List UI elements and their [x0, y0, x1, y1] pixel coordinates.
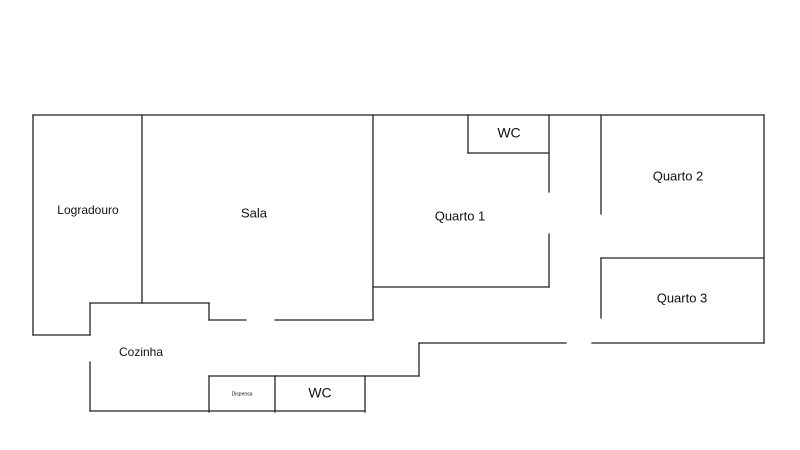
label-despensa: Dispensa: [232, 391, 253, 397]
label-wc-top: WC: [497, 125, 520, 141]
label-cozinha: Cozinha: [119, 345, 163, 359]
label-logradouro: Logradouro: [57, 203, 119, 217]
label-sala: Sala: [241, 205, 268, 220]
label-quarto-2: Quarto 2: [653, 168, 704, 183]
label-quarto-3: Quarto 3: [657, 290, 708, 305]
walls: [32, 114, 765, 413]
label-wc-bottom: WC: [308, 385, 331, 401]
room-labels: Logradouro Sala Quarto 1 WC Quarto 2 Qua…: [57, 125, 707, 401]
label-quarto-1: Quarto 1: [435, 208, 486, 223]
